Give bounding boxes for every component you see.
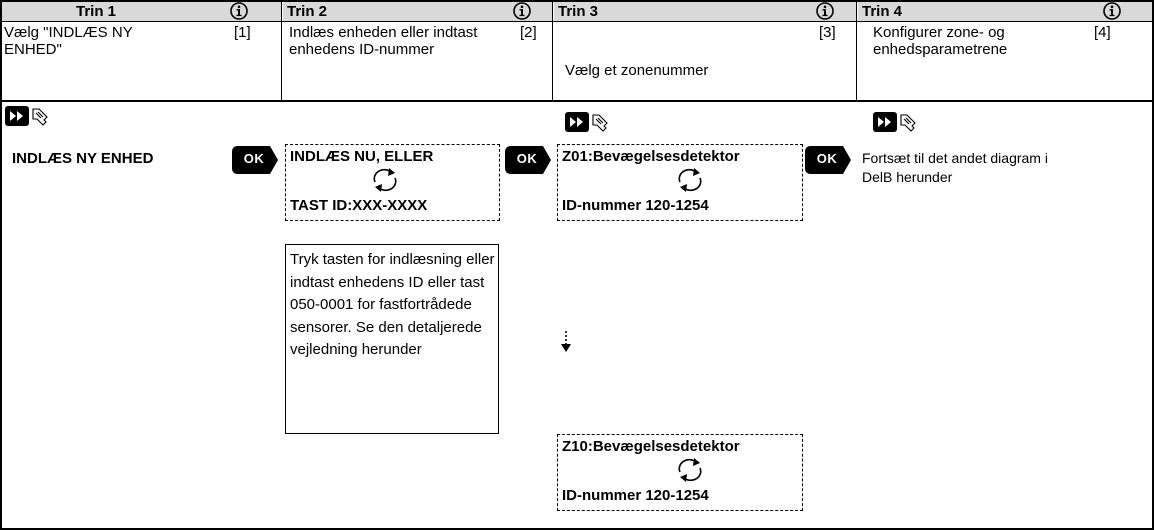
step-2-text: Indlæs enheden eller indtast enhedens ID… — [289, 24, 478, 58]
lcd-line-2: ID-nummer 120-1254 — [562, 197, 709, 214]
step-1-ref: [1] — [234, 24, 251, 41]
col-divider-1 — [281, 0, 282, 101]
col-divider-3 — [856, 0, 857, 101]
pointing-hand-icon — [592, 114, 608, 132]
cycle-arrows-icon — [373, 168, 397, 192]
lcd-line-1: INDLÆS NU, ELLER — [290, 148, 434, 165]
step-4-text: Konfigurer zone- og enhedsparametrene — [873, 24, 1008, 58]
lcd-line-2: ID-nummer 120-1254 — [562, 487, 709, 504]
pointing-hand-icon — [900, 114, 916, 132]
info-circle-icon — [230, 2, 248, 20]
header-divider — [0, 21, 1154, 22]
forward-hand-group — [565, 111, 611, 135]
table-border-top — [0, 0, 1154, 2]
info-circle-icon — [513, 2, 531, 20]
lcd-display-enroll: INDLÆS NU, ELLER TAST ID:XXX-XXXX — [285, 144, 500, 221]
step-1-title: Trin 1 — [76, 3, 117, 20]
lcd-display-zone-first: Z01:Bevægelsesdetektor ID-nummer 120-125… — [557, 144, 803, 221]
step-2-title: Trin 2 — [287, 3, 328, 20]
ok-button-label: OK — [816, 151, 838, 166]
start-label: INDLÆS NY ENHED — [12, 150, 154, 167]
info-circle-icon — [816, 2, 834, 20]
info-circle-icon — [1103, 2, 1121, 20]
header-cell-3 — [554, 1, 856, 22]
col-divider-2 — [552, 0, 553, 101]
lcd-line-2: TAST ID:XXX-XXXX — [290, 197, 428, 214]
pointing-hand-icon — [32, 108, 48, 126]
table-border-right — [1152, 0, 1154, 530]
forward-hand-group — [873, 111, 919, 135]
fast-forward-icon — [565, 112, 589, 132]
header-cell-2 — [283, 1, 552, 22]
lcd-line-1: Z01:Bevægelsesdetektor — [562, 148, 740, 165]
cycle-arrows-icon — [678, 168, 702, 192]
forward-hand-group — [5, 105, 51, 129]
ok-button-label: OK — [243, 151, 265, 166]
table-border-bottom — [0, 528, 1154, 530]
steps-divider — [0, 100, 1154, 102]
fast-forward-icon — [873, 112, 897, 132]
ok-button[interactable]: OK — [232, 146, 280, 174]
step-3-ref: [3] — [819, 24, 836, 41]
header-cell-1 — [1, 1, 281, 22]
ok-button-label: OK — [516, 151, 538, 166]
step-3-title: Trin 3 — [558, 3, 599, 20]
header-cell-4 — [858, 1, 1153, 22]
step-4-ref: [4] — [1094, 24, 1111, 41]
step-4-title: Trin 4 — [862, 3, 903, 20]
cycle-arrows-icon — [678, 458, 702, 482]
fast-forward-icon — [5, 106, 29, 126]
ok-button[interactable]: OK — [805, 146, 853, 174]
lcd-line-1: Z10:Bevægelsesdetektor — [562, 438, 740, 455]
step-2-ref: [2] — [520, 24, 537, 41]
step-1-text: Vælg "INDLÆS NY ENHED" — [4, 24, 133, 58]
lcd-display-zone-last: Z10:Bevægelsesdetektor ID-nummer 120-125… — [557, 434, 803, 511]
table-border-left — [0, 0, 2, 530]
instruction-note: Tryk tasten for indlæsning eller indtast… — [285, 244, 499, 434]
continue-text: Fortsæt til det andet diagram i DelB her… — [862, 150, 1048, 185]
step-3-text: Vælg et zonenummer — [565, 62, 709, 79]
ok-button[interactable]: OK — [505, 146, 553, 174]
dotted-down-arrow-icon — [561, 331, 571, 352]
